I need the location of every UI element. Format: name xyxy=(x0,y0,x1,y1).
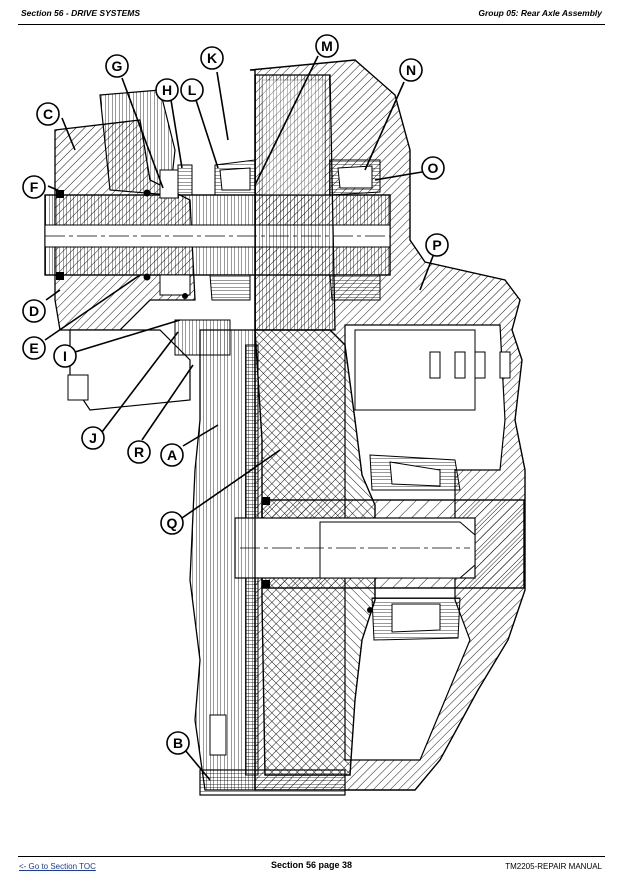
callout-r: R xyxy=(127,440,151,464)
callout-k: K xyxy=(200,46,224,70)
svg-text:K: K xyxy=(207,50,217,66)
svg-text:J: J xyxy=(89,430,97,446)
callout-o: O xyxy=(421,156,445,180)
callout-h: H xyxy=(155,78,179,102)
callout-p: P xyxy=(425,233,449,257)
section-header: Section 56 - DRIVE SYSTEMS xyxy=(21,8,141,18)
header-rule xyxy=(18,24,605,25)
callout-i: I xyxy=(53,344,77,368)
svg-text:H: H xyxy=(162,82,172,98)
svg-text:L: L xyxy=(188,82,197,98)
tapered-bearing-lower xyxy=(371,597,461,641)
callout-l: L xyxy=(180,78,204,102)
svg-text:B: B xyxy=(173,735,183,751)
callout-j: J xyxy=(81,426,105,450)
svg-text:E: E xyxy=(29,340,38,356)
svg-text:C: C xyxy=(43,106,53,122)
svg-text:I: I xyxy=(63,348,67,364)
callouts: C F D E I J R A Q B G H L K M N O P xyxy=(22,34,449,755)
svg-text:M: M xyxy=(321,38,333,54)
callout-q: Q xyxy=(160,511,184,535)
svg-text:Q: Q xyxy=(167,515,178,531)
tapered-bearing-upper xyxy=(369,454,461,491)
svg-text:O: O xyxy=(428,160,439,176)
callout-f: F xyxy=(22,175,46,199)
callout-b: B xyxy=(166,731,190,755)
bearing-lower-left xyxy=(209,274,251,301)
svg-text:D: D xyxy=(29,303,39,319)
callout-e: E xyxy=(22,336,46,360)
manual-id: TM2205-REPAIR MANUAL xyxy=(505,862,602,871)
group-header: Group 05: Rear Axle Assembly xyxy=(478,8,602,18)
svg-text:G: G xyxy=(112,58,123,74)
page-number: Section 56 page 38 xyxy=(270,860,353,870)
svg-text:P: P xyxy=(432,237,441,253)
bearing-lower-right xyxy=(329,274,381,301)
bearing-k xyxy=(214,159,256,196)
footer-rule xyxy=(18,856,605,857)
callout-g: G xyxy=(105,54,129,78)
callout-m: M xyxy=(315,34,339,58)
svg-text:N: N xyxy=(406,62,416,78)
bearing-n xyxy=(329,159,381,196)
callout-d: D xyxy=(22,299,46,323)
svg-text:R: R xyxy=(134,444,144,460)
go-to-section-toc-link[interactable]: <- Go to Section TOC xyxy=(19,862,96,871)
callout-a: A xyxy=(160,443,184,467)
callout-c: C xyxy=(36,102,60,126)
callout-n: N xyxy=(399,58,423,82)
svg-text:A: A xyxy=(167,447,177,463)
gear-case xyxy=(189,329,256,791)
svg-text:F: F xyxy=(30,179,39,195)
housing-slots xyxy=(429,351,511,379)
pinion-gear xyxy=(254,74,336,331)
